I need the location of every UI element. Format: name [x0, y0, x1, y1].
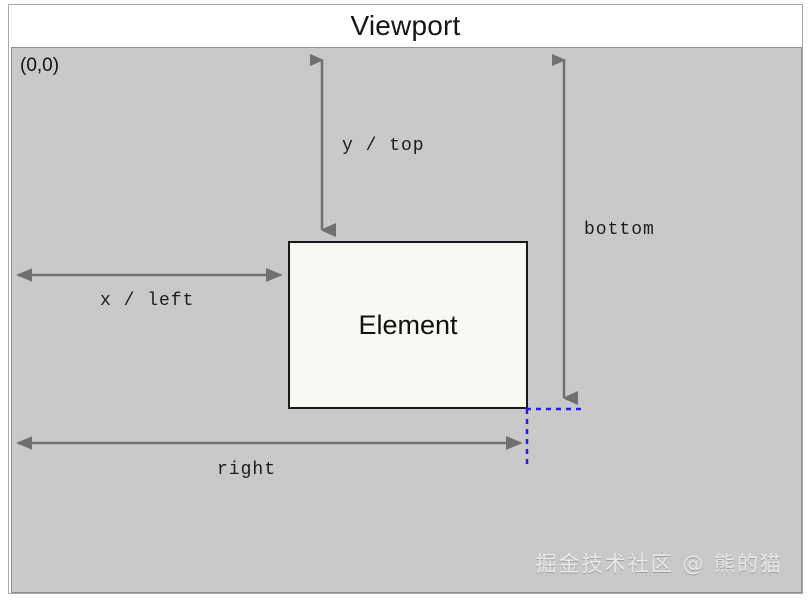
viewport-title-bar: Viewport — [9, 5, 802, 47]
label-x-left: x / left — [100, 291, 195, 311]
label-bottom: bottom — [584, 220, 655, 240]
guide-lines — [525, 407, 586, 468]
element-box: Element — [288, 241, 528, 409]
page-title: Viewport — [350, 10, 461, 41]
origin-coordinate-label: (0,0) — [20, 55, 60, 76]
diagram-frame: Viewport (0,0) Element — [8, 4, 803, 594]
viewport-canvas: (0,0) Element — [11, 47, 802, 593]
label-y-top: y / top — [342, 136, 425, 156]
element-label: Element — [358, 309, 458, 340]
label-right: right — [217, 460, 277, 480]
watermark: 掘金技术社区 @ 熊的猫 — [535, 552, 783, 576]
